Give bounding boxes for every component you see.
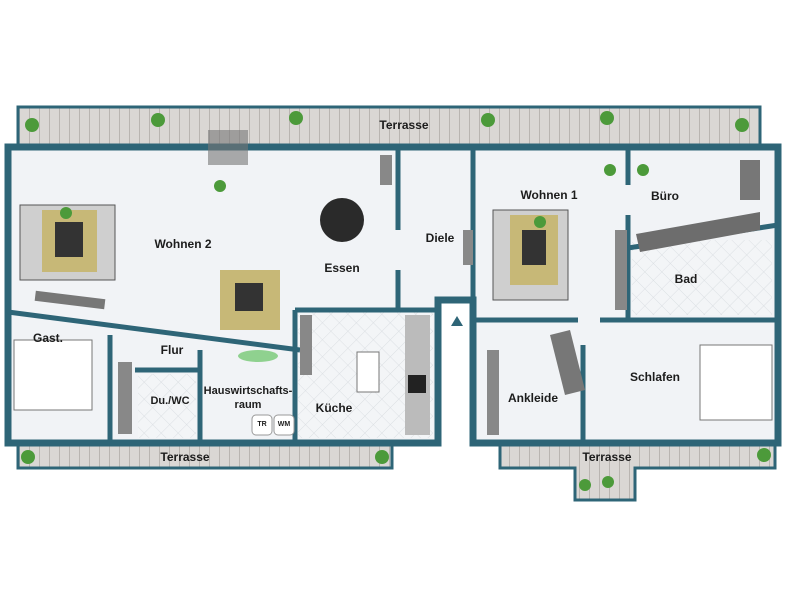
- wc-floor: [138, 374, 196, 438]
- room-label-hwr-line1: Hauswirtschafts-: [203, 385, 293, 397]
- room-label-flur: Flur: [160, 343, 184, 357]
- room-label-terrasse-right: Terrasse: [582, 450, 632, 464]
- room-label-essen: Essen: [324, 261, 360, 275]
- room-label-terrasse-top: Terrasse: [379, 118, 429, 132]
- room-label-wohnen2: Wohnen 2: [154, 237, 212, 251]
- dryer-label: TR: [257, 421, 267, 428]
- plants: [21, 111, 771, 491]
- furniture: [13, 130, 773, 436]
- room-label-ankleide: Ankleide: [507, 391, 559, 405]
- room-label-hwr-line2: raum: [234, 399, 262, 411]
- room-label-gast: Gast.: [32, 331, 64, 345]
- room-label-buero: Büro: [651, 189, 679, 203]
- room-label-duwc: Du./WC: [150, 395, 190, 407]
- bath-floor: [632, 240, 772, 315]
- room-label-schlafen: Schlafen: [629, 370, 681, 384]
- room-label-terrasse-left: Terrasse: [160, 450, 210, 464]
- washing-machine-label: WM: [277, 421, 291, 428]
- room-label-wohnen1: Wohnen 1: [520, 188, 578, 202]
- terrace-bottom-right: [498, 438, 777, 502]
- room-label-bad: Bad: [674, 272, 698, 286]
- entrance-arrow-icon: [451, 316, 463, 326]
- room-label-kueche: Küche: [315, 401, 353, 415]
- room-label-diele: Diele: [425, 231, 455, 245]
